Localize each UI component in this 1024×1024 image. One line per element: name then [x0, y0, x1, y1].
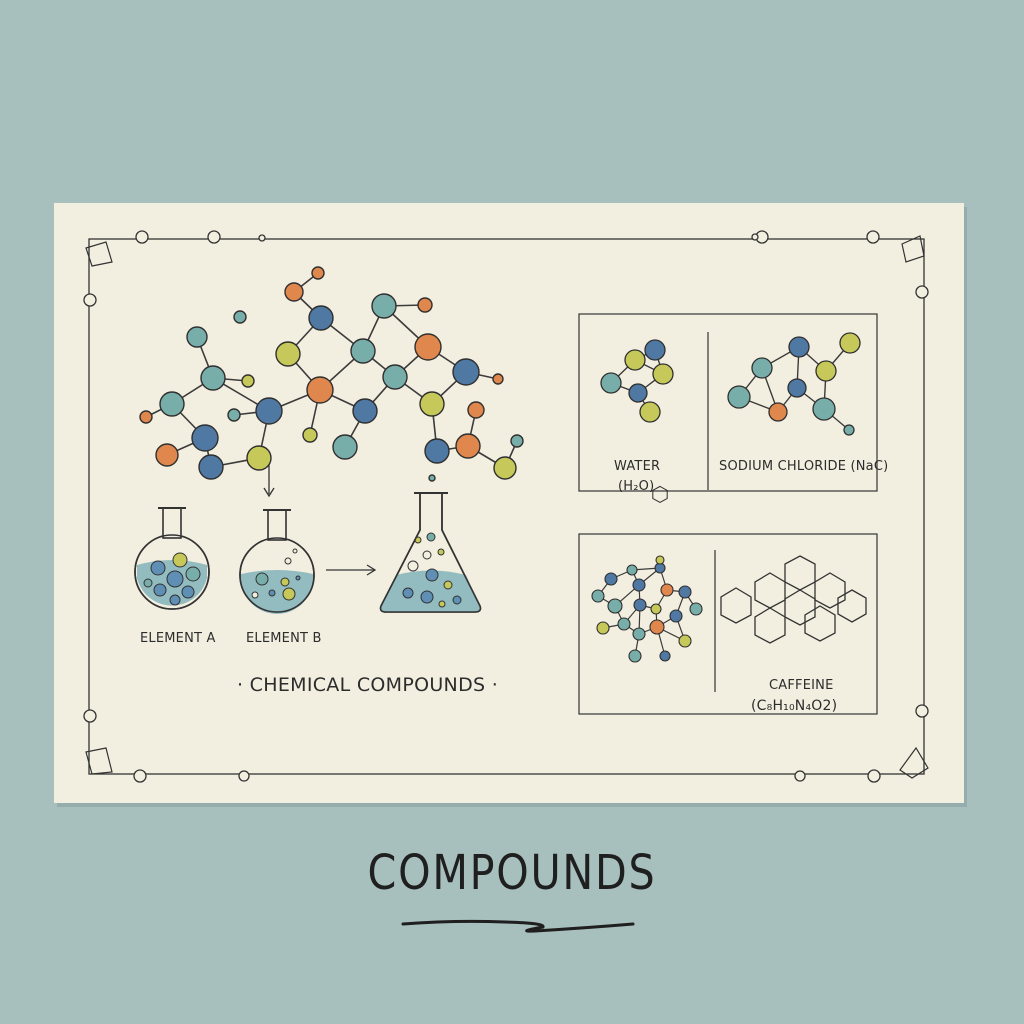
- water-formula: (H₂O): [618, 479, 655, 494]
- arrow-to-flask: [326, 564, 377, 576]
- flask-element-a: [134, 507, 210, 610]
- atom: [510, 434, 524, 448]
- atom: [308, 305, 334, 331]
- atom: [493, 456, 517, 480]
- atom: [255, 397, 283, 425]
- panel-frames: [578, 313, 878, 715]
- atom: [424, 438, 450, 464]
- atom: [414, 333, 442, 361]
- caffeine-rings: [652, 485, 867, 644]
- atom: [233, 310, 247, 324]
- atom: [186, 326, 208, 348]
- atom: [191, 424, 219, 452]
- atom: [452, 358, 480, 386]
- main-molecule-atoms: [139, 266, 524, 482]
- atom: [419, 391, 445, 417]
- caffeine-formula: (C₈H₁₀N₄O2): [751, 698, 838, 714]
- atom: [417, 297, 433, 313]
- atom: [455, 433, 481, 459]
- border-badges: [83, 230, 929, 783]
- sodium-chloride-label: SODIUM CHLORIDE (NaC): [719, 459, 889, 474]
- caffeine-label: CAFFEINE: [769, 678, 834, 693]
- atom: [246, 445, 272, 471]
- diagram-card: [54, 203, 964, 803]
- flask-element-b: [239, 509, 315, 614]
- atom: [275, 341, 301, 367]
- title-underline: [401, 919, 635, 933]
- atom: [200, 365, 226, 391]
- atom: [155, 443, 179, 467]
- atom: [371, 293, 397, 319]
- atom: [467, 401, 485, 419]
- atom: [284, 282, 304, 302]
- arrow-down-head: [263, 487, 275, 498]
- atom: [159, 391, 185, 417]
- atom: [311, 266, 325, 280]
- water-label: WATER: [614, 459, 661, 474]
- footer-title: COMPOUNDS: [367, 845, 657, 901]
- corner-marks: [85, 235, 929, 779]
- element-a-label: ELEMENT A: [140, 631, 216, 646]
- atom: [428, 474, 436, 482]
- element-b-label: ELEMENT B: [246, 631, 322, 646]
- atom: [492, 373, 504, 385]
- border-frame: [88, 238, 925, 775]
- lattice-molecule: [591, 555, 703, 663]
- sodium-chloride-molecule: [727, 332, 861, 436]
- water-molecule: [600, 339, 674, 423]
- atom: [198, 454, 224, 480]
- atom: [302, 427, 318, 443]
- atom: [306, 376, 334, 404]
- atom: [352, 398, 378, 424]
- flask-compound: [379, 492, 482, 613]
- atom: [241, 374, 255, 388]
- atom: [350, 338, 376, 364]
- atom: [227, 408, 241, 422]
- atom: [332, 434, 358, 460]
- atom: [382, 364, 408, 390]
- atom: [139, 410, 153, 424]
- main-caption: · CHEMICAL COMPOUNDS ·: [237, 674, 499, 696]
